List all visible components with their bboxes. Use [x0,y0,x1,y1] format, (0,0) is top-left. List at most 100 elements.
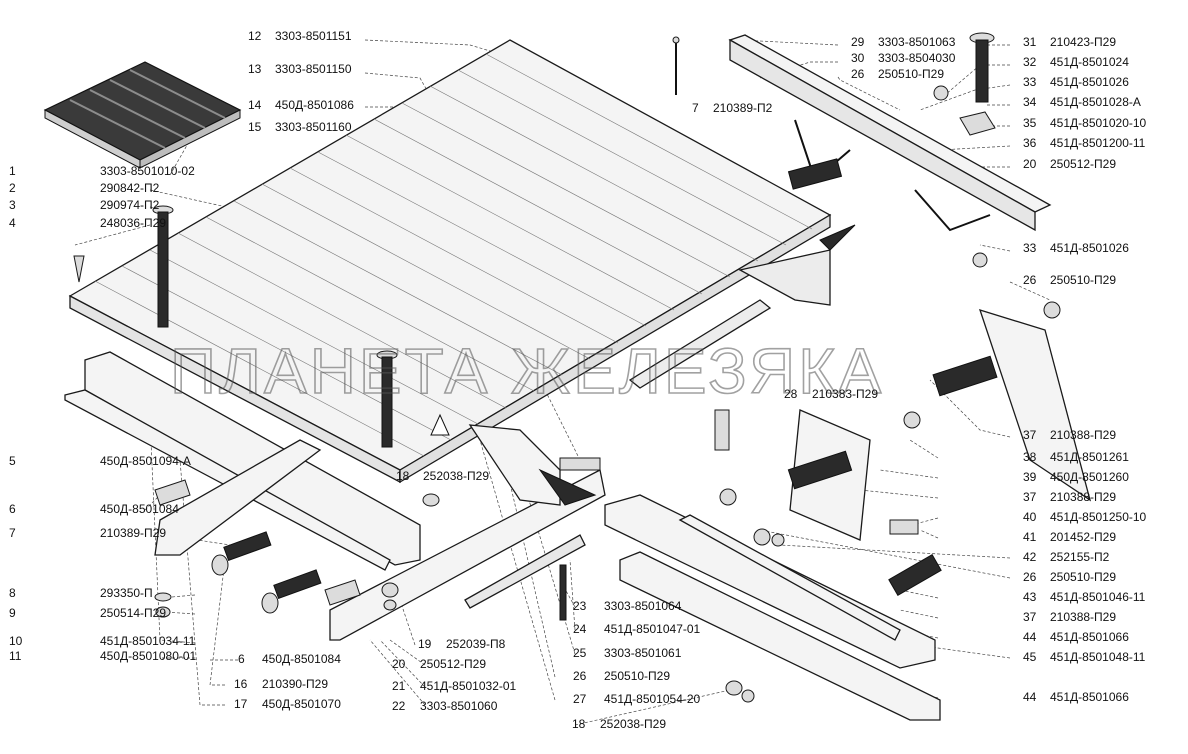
callout-part-code: 210389-П2 [713,101,773,115]
stirrup-7 [787,119,851,190]
callout-number: 30 [851,51,865,65]
callout-part-code: 451Д-8501054-20 [604,692,701,706]
callout-number: 44 [1023,690,1037,704]
callout-part-code: 450Д-8501080-01 [100,649,197,663]
callout-part-code: 252039-П8 [446,637,506,651]
callout-part-code: 290842-П2 [100,181,160,195]
callout-number: 14 [248,98,262,112]
bolt-3 [152,205,174,328]
callout-number: 22 [392,699,406,713]
callout-number: 18 [396,469,410,483]
callout-number: 6 [9,502,16,516]
washers-nuts-top [933,85,1061,319]
callout-part-code: 451Д-8501024 [1050,55,1129,69]
callout-number: 37 [1023,490,1037,504]
callout-number: 37 [1023,428,1037,442]
deck-cross-members [628,249,831,389]
callout-number: 36 [1023,136,1037,150]
callout-number: 33 [1023,241,1037,255]
callout-part-code: 451Д-8501250-10 [1050,510,1147,524]
callout-number: 15 [248,120,262,134]
callout-number: 13 [248,62,262,76]
callout-number: 26 [1023,273,1037,287]
callout-number: 29 [851,35,865,49]
callout-number: 40 [1023,510,1037,524]
callout-number: 45 [1023,650,1037,664]
callout-part-code: 201452-П29 [1050,530,1116,544]
callout-part-code: 450Д-8501070 [262,697,341,711]
callout-number: 28 [784,387,798,401]
callout-number: 20 [1023,157,1037,171]
callout-number: 2 [9,181,16,195]
callout-part-code: 293350-П [100,586,153,600]
callout-number: 1 [9,164,16,178]
callout-number: 4 [9,216,16,230]
callout-part-code: 450Д-8501084 [262,652,341,666]
callout-part-code: 3303-8504030 [878,51,956,65]
callout-number: 19 [418,637,432,651]
callout-part-code: 451Д-8501020-10 [1050,116,1147,130]
callout-number: 23 [573,599,587,613]
callout-part-code: 248036-П29 [100,216,166,230]
callout-number: 12 [248,29,262,43]
callout-part-code: 250510-П29 [878,67,944,81]
callout-number: 32 [1023,55,1037,69]
callout-part-code: 451Д-8501066 [1050,690,1129,704]
callout-part-code: 210388-П29 [1050,610,1116,624]
callout-part-code: 250514-П29 [100,606,166,620]
callout-part-code: 451Д-8501261 [1050,450,1129,464]
callout-part-code: 210388-П29 [1050,490,1116,504]
callout-part-code: 451Д-8501047-01 [604,622,701,636]
left-fasteners [154,479,755,703]
callout-number: 41 [1023,530,1037,544]
callout-number: 18 [572,717,586,731]
callout-number: 34 [1023,95,1037,109]
callout-number: 35 [1023,116,1037,130]
callout-part-code: 3303-8501151 [275,29,352,43]
callout-part-code: 451Д-8501034-11 [100,634,196,648]
callout-part-code: 290974-П2 [100,198,160,212]
callout-number: 20 [392,657,406,671]
callout-number: 42 [1023,550,1037,564]
callout-number: 25 [573,646,587,660]
rails-right-lower [604,494,941,721]
callout-part-code: 3303-8501064 [604,599,682,613]
callout-number: 24 [573,622,587,636]
callout-number: 16 [234,677,248,691]
callout-part-code: 252155-П2 [1050,550,1110,564]
callout-part-code: 450Д-8501086 [275,98,354,112]
bolt-31 [969,32,995,103]
callout-number: 21 [392,679,406,693]
callout-part-code: 252038-П29 [600,717,666,731]
callout-number: 11 [9,649,22,663]
callout-number: 26 [1023,570,1037,584]
callout-number: 26 [851,67,865,81]
callout-part-code: 250512-П29 [1050,157,1116,171]
side-plate-right [714,309,1092,596]
callout-number: 39 [1023,470,1037,484]
callout-number: 33 [1023,75,1037,89]
callout-part-code: 450Д-8501084 [100,502,179,516]
callout-number: 17 [234,697,248,711]
callout-part-code: 250510-П29 [1050,273,1116,287]
callout-number: 44 [1023,630,1037,644]
callout-part-code: 250510-П29 [1050,570,1116,584]
callout-number: 10 [9,634,23,648]
callout-part-code: 3303-8501063 [878,35,956,49]
screw-4 [73,255,85,283]
callout-part-code: 3303-8501060 [420,699,498,713]
callout-number: 31 [1023,35,1037,49]
callout-part-code: 3303-8501010-02 [100,164,195,178]
platform-floor [68,39,832,484]
pin-29 [672,36,680,95]
callout-part-code: 252038-П29 [423,469,489,483]
callout-part-code: 450Д-8501260 [1050,470,1129,484]
callout-part-code: 250512-П29 [420,657,486,671]
callout-part-code: 451Д-8501046-11 [1050,590,1146,604]
bracket-30 [728,34,1052,232]
callout-part-code: 210389-П29 [100,526,166,540]
callout-part-code: 3303-8501061 [604,646,682,660]
callout-number: 6 [238,652,245,666]
